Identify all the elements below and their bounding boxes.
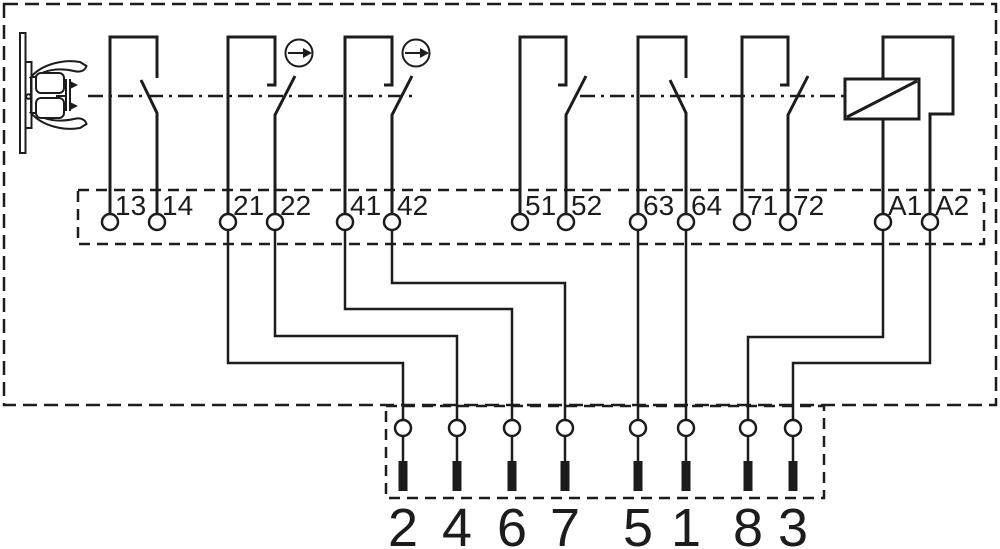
connector-dashed-boundary (384, 404, 826, 500)
connector-pin (447, 418, 467, 491)
contact-63-64-NO (636, 35, 688, 214)
wire-A2-to-pin3 (791, 230, 932, 420)
pin-label: 1 (671, 498, 701, 549)
connector-pin (502, 418, 522, 491)
terminal-label: 63 (643, 190, 674, 221)
connector-pin (783, 418, 803, 491)
actuator-upper-tip (70, 81, 78, 89)
arrow-icon (420, 48, 429, 58)
terminal-label: 64 (691, 190, 722, 221)
terminal-label: 22 (280, 190, 311, 221)
terminal-circle-14 (147, 212, 167, 232)
pin-label: 6 (497, 498, 527, 549)
positive-opening-icon (401, 38, 431, 68)
terminal-label: 21 (233, 190, 264, 221)
wire-42-to-pin7 (390, 230, 567, 420)
contact-21-22-NC (226, 35, 297, 214)
pin-label: 8 (733, 498, 763, 549)
actuator-upper-slot (35, 72, 65, 94)
actuator-lower-slot (35, 97, 65, 119)
actuator-symbol (19, 32, 88, 154)
actuator-upper-horn (28, 60, 88, 78)
wire-A1-to-pin8 (746, 230, 885, 420)
terminal-label: 41 (350, 190, 381, 221)
terminal-label: A1 (888, 190, 922, 221)
terminal-circle-52 (556, 212, 576, 232)
terminal-label: 72 (793, 190, 824, 221)
arrow-icon (303, 48, 312, 58)
pin-label: 4 (442, 498, 472, 549)
terminal-label: 14 (162, 190, 193, 221)
terminal-label: 13 (115, 190, 146, 221)
terminal-circle-71 (732, 212, 752, 232)
pin-label: 2 (388, 498, 418, 549)
terminal-label: 51 (525, 190, 556, 221)
wire-41-to-pin6 (343, 230, 514, 420)
connector-pin (676, 418, 696, 491)
contact-51-52-NC (518, 35, 588, 214)
contact-41-42-NC (343, 35, 414, 214)
connector-pin (628, 418, 648, 491)
coil-diagonal (846, 79, 918, 119)
actuator-lower-horn (28, 112, 88, 130)
terminal-label: A2 (935, 190, 969, 221)
pin-label: 3 (778, 498, 808, 549)
terminal-strip-dashed-boundary (76, 188, 986, 246)
contact-71-72-NC (740, 35, 810, 214)
terminal-to-pin-wires (226, 230, 932, 420)
wire-21-to-pin2 (226, 230, 405, 420)
switch-housing-dashed-boundary (2, 2, 998, 407)
connector-pin (393, 418, 413, 491)
contact-13-14-NO (108, 35, 159, 214)
pin-label: 5 (623, 498, 653, 549)
terminal-strip: 13 14 21 22 41 42 51 52 63 64 71 72 A1 A… (76, 188, 986, 246)
terminal-label: 52 (571, 190, 602, 221)
terminal-circle-72 (778, 212, 798, 232)
connector-pin (555, 418, 575, 491)
terminal-label: 42 (397, 190, 428, 221)
terminal-circle-13 (100, 212, 120, 232)
pin-label: 7 (550, 498, 580, 549)
connector-block: 2 4 6 7 5 1 8 3 (384, 404, 826, 549)
terminal-circle-51 (510, 212, 530, 232)
connector-pin (738, 418, 758, 491)
positive-opening-icon (284, 38, 314, 68)
terminal-label: 71 (747, 190, 778, 221)
coil-A1-A2 (843, 35, 955, 214)
actuator-latch-bar (65, 79, 71, 111)
wire-22-to-pin4 (273, 230, 459, 420)
actuator-lower-tip (70, 102, 78, 110)
